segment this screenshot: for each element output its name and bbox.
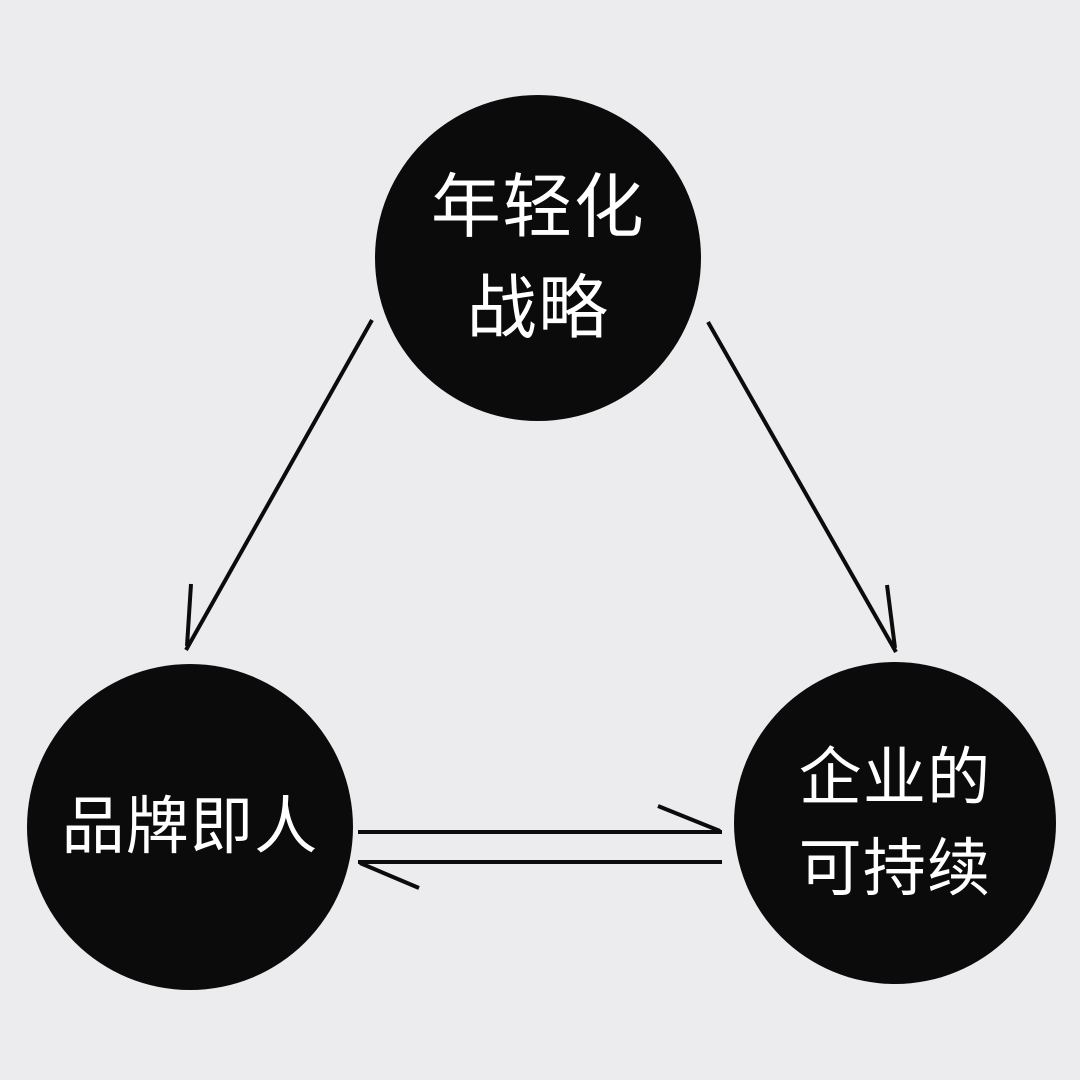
- node-enterprise-sustainability-label-line2: 可持续: [798, 832, 992, 905]
- arrow-top-to-bottom-left: [184, 319, 374, 651]
- arrow-top-to-bottom-right: [706, 321, 898, 653]
- arrow-bottom-left-to-bottom-right: [358, 804, 722, 834]
- arrow-bottom-right-to-bottom-left: [358, 860, 722, 890]
- node-enterprise-sustainability-label-line1: 企业的: [798, 740, 992, 814]
- node-enterprise-sustainability: 企业的 可持续: [734, 662, 1056, 984]
- node-youth-strategy-label-line1: 年轻化: [430, 165, 646, 248]
- node-brand-is-people-label: 品牌即人: [61, 790, 319, 864]
- node-youth-strategy: 年轻化 战略: [375, 95, 701, 421]
- node-brand-is-people: 品牌即人: [27, 664, 353, 990]
- node-youth-strategy-label-line2: 战略: [466, 267, 610, 349]
